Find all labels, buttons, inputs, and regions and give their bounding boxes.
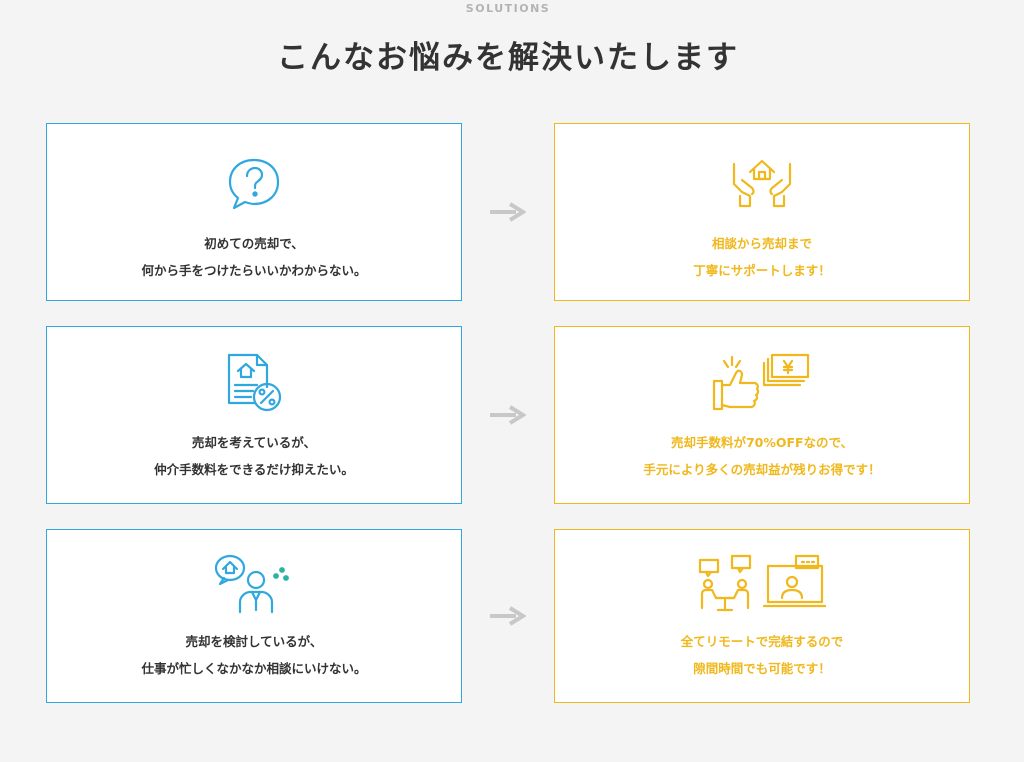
solution-card-2: 売却手数料が70%OFFなので、 手元により多くの売却益が残りお得です！	[554, 326, 970, 504]
problem-card-2: 売却を考えているが、 仲介手数料をできるだけ抑えたい。	[46, 326, 462, 504]
question-bubble-icon	[228, 158, 280, 210]
solution-text-2: 売却手数料が70%OFFなので、 手元により多くの売却益が残りお得です！	[643, 435, 881, 477]
problem-text-1: 初めての売却で、 何から手をつけたらいいかわからない。	[141, 236, 367, 278]
solution-card-3: 全てリモートで完結するので 隙間時間でも可能です！	[554, 529, 970, 703]
problem-text-2: 売却を考えているが、 仲介手数料をできるだけ抑えたい。	[154, 435, 354, 477]
solution-text-3: 全てリモートで完結するので 隙間時間でも可能です！	[680, 634, 844, 676]
section-eyebrow: SOLUTIONS	[465, 2, 551, 15]
problem-card-1: 初めての売却で、 何から手をつけたらいいかわからない。	[46, 123, 462, 301]
solution-text-1: 相談から売却まで 丁寧にサポートします！	[693, 236, 831, 278]
arrow-icon	[490, 606, 526, 626]
hands-house-icon	[732, 159, 792, 208]
document-percent-icon	[227, 353, 282, 412]
worried-person-icon	[214, 554, 289, 614]
section-title: こんなお悩みを解決いたします	[277, 40, 739, 76]
problem-card-3: 売却を検討しているが、 仕事が忙しくなかなか相談にいけない。	[46, 529, 462, 703]
problem-text-3: 売却を検討しているが、 仕事が忙しくなかなか相談にいけない。	[141, 634, 367, 676]
solution-card-1: 相談から売却まで 丁寧にサポートします！	[554, 123, 970, 301]
thumbs-up-money-icon	[712, 353, 810, 411]
remote-meeting-icon	[698, 554, 826, 612]
arrow-icon	[490, 405, 526, 425]
arrow-icon	[490, 202, 526, 222]
